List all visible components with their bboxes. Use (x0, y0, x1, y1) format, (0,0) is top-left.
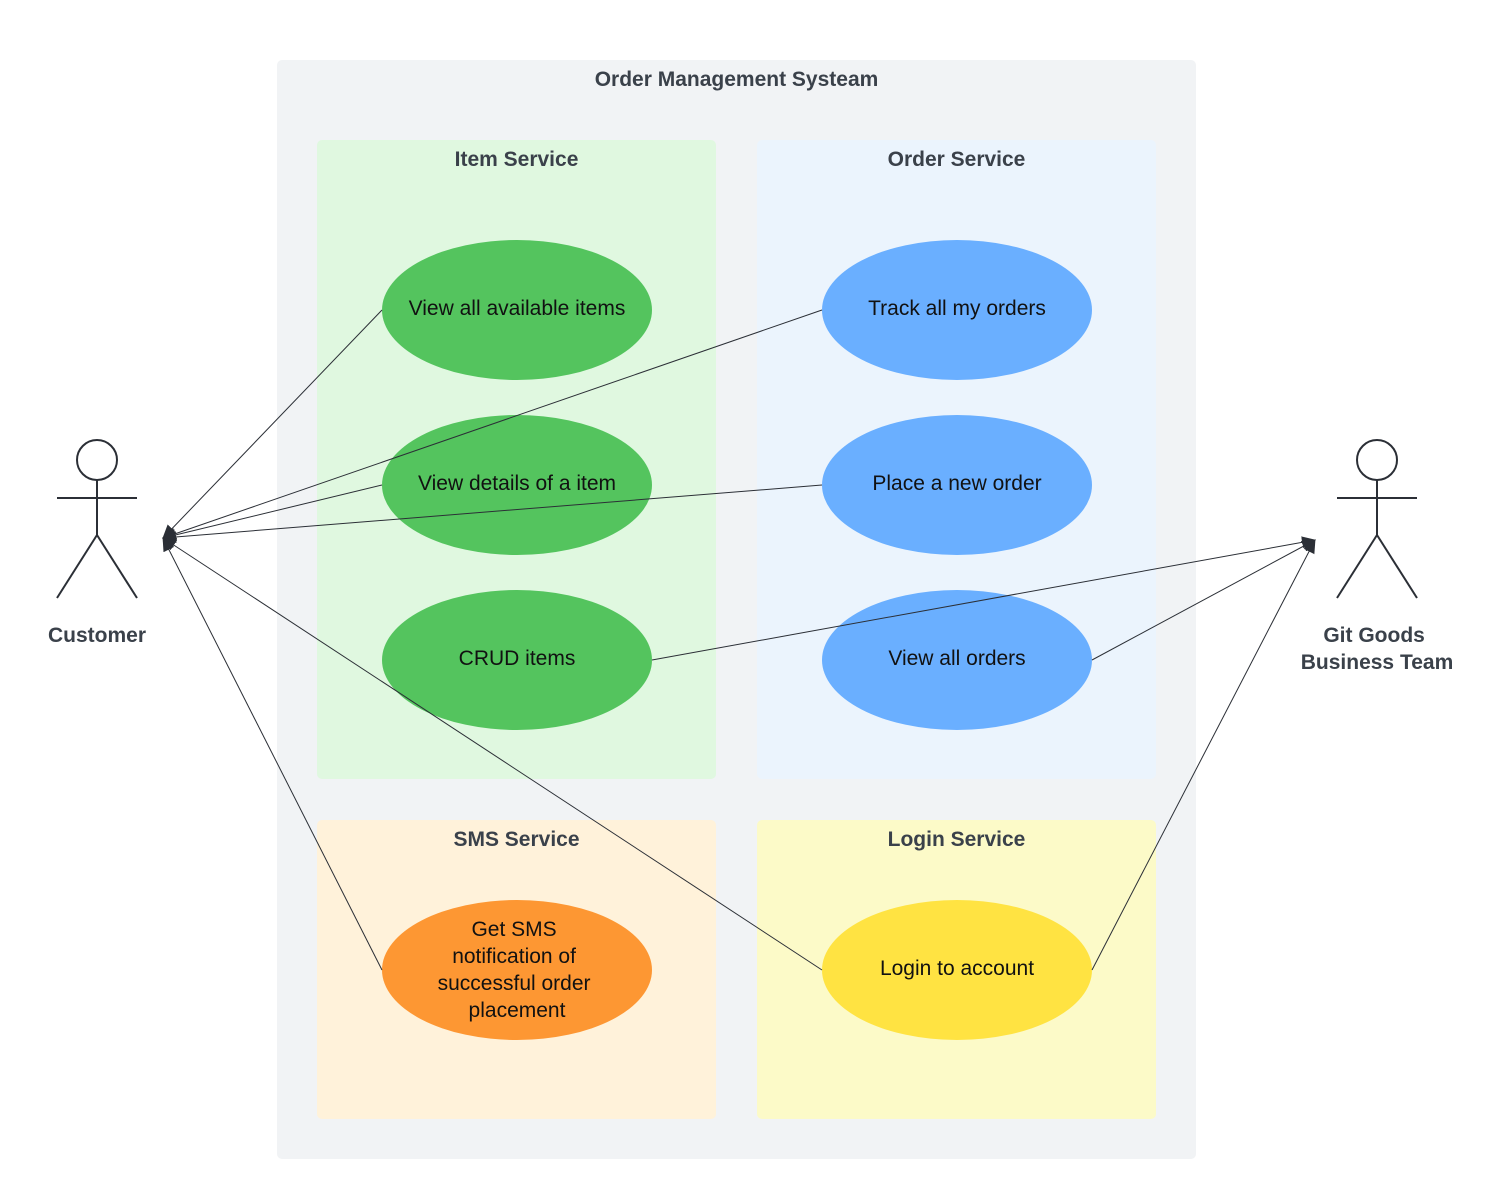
association-line-customer-track-orders (162, 309, 823, 540)
use-case-view-item-details[interactable]: View details of a item (382, 415, 652, 555)
use-case-ellipse[interactable] (382, 900, 652, 1040)
actor-customer[interactable]: Customer (48, 439, 146, 647)
association-line-customer-place-order (162, 484, 823, 543)
actor-label-line: Git Goods (1323, 624, 1425, 647)
use-case-ellipse[interactable] (382, 240, 652, 380)
stick-figure-icon (1336, 439, 1418, 599)
association-line-business-team-view-all-orders (1091, 539, 1316, 661)
actor-business-team[interactable]: Git Goods Business Team (1301, 439, 1454, 674)
use-case-crud-items[interactable]: CRUD items (382, 590, 652, 730)
use-case-ellipse[interactable] (822, 240, 1092, 380)
use-case-label: Track all my orders (868, 297, 1046, 320)
association-line-customer-view-item-details (162, 484, 383, 541)
system-title: Order Management Systeam (595, 68, 879, 91)
use-case-view-all-items[interactable]: View all available items (382, 240, 652, 380)
use-case-place-order[interactable]: Place a new order (822, 415, 1092, 555)
use-case-label: Login to account (880, 957, 1034, 980)
actor-label: Git Goods Business Team (1301, 624, 1454, 674)
use-case-ellipse[interactable] (382, 590, 652, 730)
login-service-title: Login Service (888, 828, 1026, 851)
item-service-title: Item Service (455, 148, 579, 171)
actor-label-line: Business Team (1301, 651, 1454, 674)
use-case-ellipse[interactable] (822, 590, 1092, 730)
use-case-label-line: placement (469, 999, 566, 1022)
use-case-label: View all orders (888, 647, 1025, 670)
actor-label: Customer (48, 624, 146, 647)
order-service-title: Order Service (888, 148, 1026, 171)
use-case-label: View details of a item (418, 472, 616, 495)
use-case-view-all-orders[interactable]: View all orders (822, 590, 1092, 730)
use-case-ellipse[interactable] (382, 415, 652, 555)
association-line-customer-view-all-items (162, 309, 383, 539)
use-case-label: Get SMS notification of successful order… (438, 918, 597, 1022)
use-case-track-orders[interactable]: Track all my orders (822, 240, 1092, 380)
use-case-label-line: notification of (452, 945, 576, 968)
stick-figure-icon (56, 439, 138, 599)
use-case-ellipse[interactable] (822, 415, 1092, 555)
association-line-business-team-login (1091, 539, 1316, 971)
use-case-ellipse[interactable] (822, 900, 1092, 1040)
association-line-customer-login (162, 537, 823, 971)
use-case-login[interactable]: Login to account (822, 900, 1092, 1040)
association-line-business-team-crud-items (651, 536, 1316, 661)
use-case-label-line: Get SMS (471, 918, 556, 941)
use-case-label-line: successful order (438, 972, 591, 995)
use-case-label: Place a new order (872, 472, 1041, 495)
use-case-label: View all available items (409, 297, 626, 320)
use-case-label: CRUD items (459, 647, 576, 670)
actor-label-line: Customer (48, 624, 146, 647)
association-line-customer-sms-notification (162, 537, 383, 971)
sms-service-title: SMS Service (453, 828, 579, 851)
use-case-sms-notification[interactable]: Get SMS notification of successful order… (382, 900, 652, 1040)
association-lines (162, 309, 1316, 971)
